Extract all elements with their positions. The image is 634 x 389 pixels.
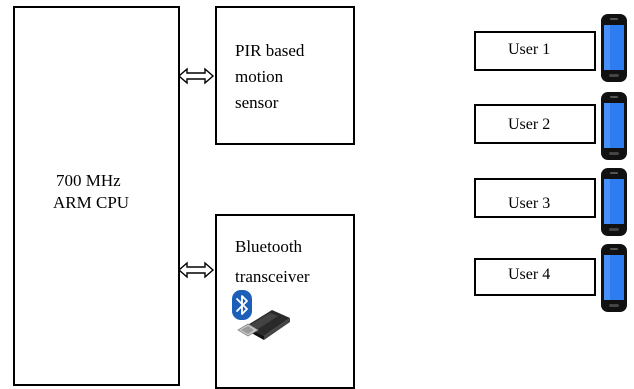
user-1-box: [474, 31, 596, 71]
user-2-label: User 2: [508, 116, 551, 133]
bluetooth-logo-icon: [232, 290, 252, 320]
smartphone-icon: [601, 92, 627, 160]
cpu-label-line2: ARM CPU: [53, 193, 130, 212]
user-2-box: [474, 104, 596, 144]
smartphone-icon: [601, 168, 627, 236]
bt-label-line1: Bluetooth: [235, 237, 303, 256]
user-4-box: [474, 258, 596, 296]
pir-sensor-block: [215, 6, 355, 145]
cpu-label-line1: 700 MHz: [56, 171, 121, 190]
smartphone-icon: [601, 14, 627, 82]
user-1-label: User 1: [508, 41, 551, 58]
user-3-label: User 3: [508, 195, 551, 212]
cpu-bluetooth-arrow: [177, 261, 215, 279]
pir-label-line2: motion: [235, 67, 284, 86]
usb-dongle-icon: [237, 310, 290, 340]
smartphone-icon: [601, 244, 627, 312]
bt-label-line2: transceiver: [235, 267, 310, 286]
pir-label-line3: sensor: [235, 93, 279, 112]
cpu-pir-arrow: [177, 67, 215, 85]
cpu-block: [13, 6, 180, 386]
pir-label-line1: PIR based: [235, 41, 305, 60]
user-4-label: User 4: [508, 266, 551, 283]
user-3-box: [474, 178, 596, 218]
